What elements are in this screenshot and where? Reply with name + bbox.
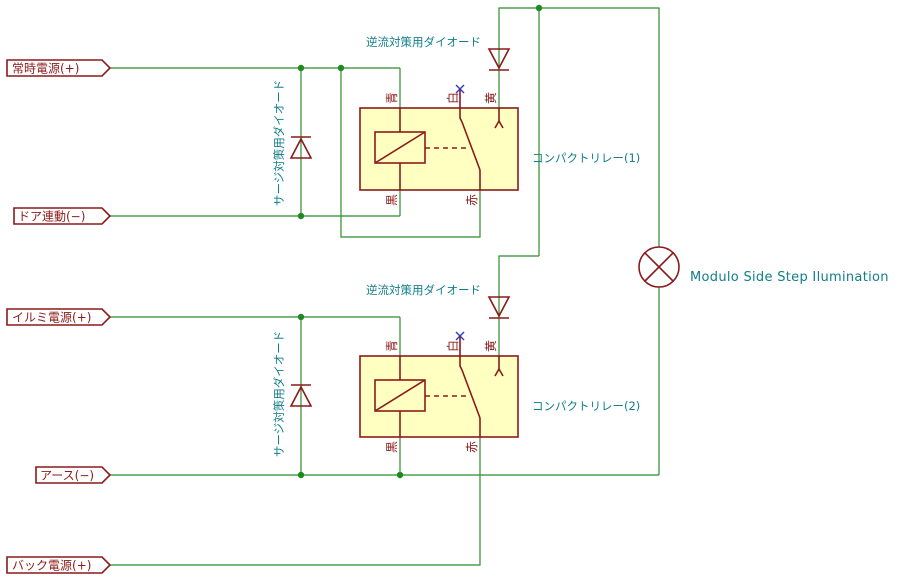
port-label-constant-power: 常時電源(+)	[12, 62, 79, 76]
port-label-back: バック電源(+)	[12, 559, 91, 573]
reverse-diode-1-label: 逆流対策用ダイオード	[366, 35, 481, 49]
reverse-diode-1: 逆流対策用ダイオード	[366, 35, 511, 71]
relay-1-pin-white: 白	[445, 92, 460, 104]
reverse-diode-2: 逆流対策用ダイオード	[366, 283, 511, 319]
junctions	[297, 4, 543, 479]
reverse-diode-2-label: 逆流対策用ダイオード	[366, 283, 481, 297]
port-constant-power: 常時電源(+)	[6, 59, 112, 77]
junction-dot	[297, 64, 305, 72]
relay-1-pin-yellow: 黄	[484, 92, 498, 104]
relay-2-pin-black: 黒	[385, 441, 399, 453]
wires	[110, 7, 660, 566]
wire-top-bus	[498, 7, 660, 247]
relay-2-pin-red: 赤	[465, 441, 479, 453]
relay-2-label: コンパクトリレー(2)	[532, 399, 640, 413]
port-illumi-power: イルミ電源(+)	[6, 308, 112, 326]
relay-1-pin-blue: 青	[385, 92, 399, 104]
lamp-label: Modulo Side Step Ilumination	[690, 270, 889, 285]
surge-diode-2: サージ対策用ダイオード	[272, 331, 313, 457]
junction-dot	[337, 64, 345, 72]
relay-2-pin-blue: 青	[385, 340, 399, 352]
wire-relay1-red-loop	[340, 68, 481, 238]
junction-dot	[297, 212, 305, 220]
relay-2-pin-yellow: 黄	[484, 340, 498, 352]
port-door-interlock: ドア連動(−)	[13, 207, 112, 225]
lamp-symbol	[638, 246, 680, 288]
junction-dot	[396, 471, 404, 479]
port-back-power: バック電源(+)	[6, 556, 112, 574]
port-ground: アース(−)	[35, 466, 112, 484]
relay-1-pin-black: 黒	[385, 194, 399, 206]
surge-diode-2-label: サージ対策用ダイオード	[272, 331, 286, 457]
port-label-illumi: イルミ電源(+)	[12, 311, 91, 325]
wire-reverse2	[498, 255, 539, 356]
surge-diode-1-label: サージ対策用ダイオード	[272, 80, 286, 206]
port-label-door: ドア連動(−)	[18, 210, 85, 224]
surge-diode-1: サージ対策用ダイオード	[272, 80, 313, 206]
relay-1-pin-red: 赤	[465, 194, 479, 206]
relay-1: 青 白 黄 黒 赤 コンパクトリレー(1)	[359, 84, 640, 206]
port-label-ground: アース(−)	[40, 469, 94, 483]
junction-dot	[297, 471, 305, 479]
relay-2: 青 白 黄 黒 赤 コンパクトリレー(2)	[359, 331, 640, 453]
wire-back-power	[110, 437, 481, 566]
relay-1-body	[359, 107, 519, 191]
relay-2-pin-white: 白	[445, 340, 460, 352]
junction-dot	[297, 313, 305, 321]
junction-dot	[535, 4, 543, 12]
relay-1-label: コンパクトリレー(1)	[532, 151, 640, 165]
lamp: Modulo Side Step Ilumination	[638, 246, 889, 288]
